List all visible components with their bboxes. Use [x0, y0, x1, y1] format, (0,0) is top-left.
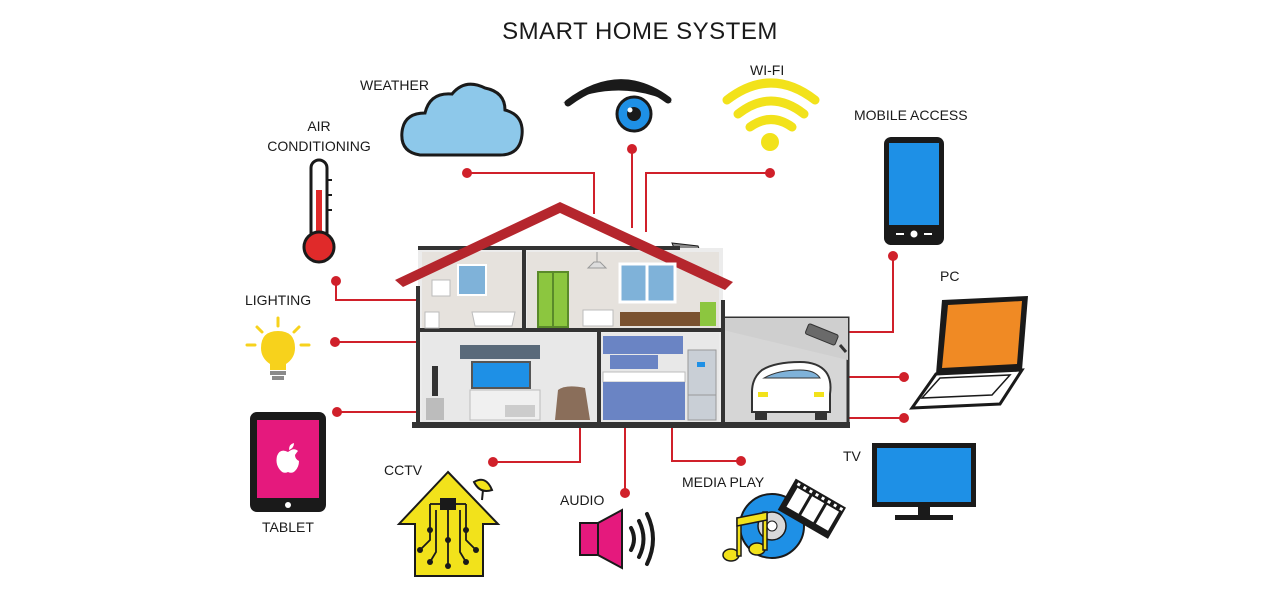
- mobile-phone-icon: [884, 137, 944, 245]
- dot-air-conditioning: [331, 276, 341, 286]
- speaker-icon: [579, 508, 655, 570]
- connector-media: [671, 428, 741, 462]
- label-air-conditioning-line2: CONDITIONING: [267, 138, 371, 154]
- connector-cctv: [493, 428, 581, 463]
- dot-lighting: [330, 337, 340, 347]
- label-audio: AUDIO: [560, 492, 605, 508]
- label-mobile-access: MOBILE ACCESS: [854, 107, 968, 123]
- light-bulb-icon: [245, 316, 311, 380]
- dot-wifi: [765, 168, 775, 178]
- connector-weather: [467, 172, 595, 214]
- connector-mobile: [848, 256, 894, 333]
- dot-tablet: [332, 407, 342, 417]
- dot-audio: [620, 488, 630, 498]
- cctv-house-icon: [396, 470, 501, 577]
- label-media-play: MEDIA PLAY: [682, 474, 765, 490]
- wifi-icon: [722, 78, 820, 151]
- label-weather: WEATHER: [360, 77, 429, 93]
- house-icon: [395, 202, 850, 428]
- eye-icon: [563, 79, 672, 133]
- apple-logo-icon: [276, 443, 299, 473]
- connectors: [335, 149, 904, 493]
- label-lighting: LIGHTING: [245, 292, 312, 308]
- security-camera-icon: [805, 323, 848, 353]
- weather-cloud-icon: [400, 82, 524, 157]
- connector-air-conditioning: [335, 281, 418, 301]
- label-tv: TV: [843, 448, 861, 464]
- dot-mobile: [888, 251, 898, 261]
- connector-dots: [330, 144, 909, 498]
- music-note-icon: [722, 511, 768, 562]
- dot-weather: [462, 168, 472, 178]
- media-disc-icon: [722, 478, 846, 562]
- label-air-conditioning: AIR CONDITIONING: [262, 116, 376, 156]
- dot-cctv: [488, 457, 498, 467]
- tablet-icon: [250, 412, 326, 512]
- dot-pc: [899, 372, 909, 382]
- dot-tv: [899, 413, 909, 423]
- label-air-conditioning-line1: AIR: [307, 118, 331, 134]
- label-wifi: WI-FI: [750, 62, 785, 78]
- dot-media: [736, 456, 746, 466]
- label-cctv: CCTV: [384, 462, 423, 478]
- tv-icon: [872, 443, 976, 520]
- connector-wifi: [645, 172, 770, 232]
- label-pc: PC: [940, 268, 960, 284]
- laptop-icon: [909, 296, 1028, 410]
- satellite-dish-icon: [472, 478, 494, 501]
- dot-eye: [627, 144, 637, 154]
- thermometer-icon: [302, 158, 336, 264]
- diagram-title: SMART HOME SYSTEM: [502, 18, 778, 45]
- film-strip-icon: [777, 478, 846, 539]
- label-tablet: TABLET: [262, 519, 314, 535]
